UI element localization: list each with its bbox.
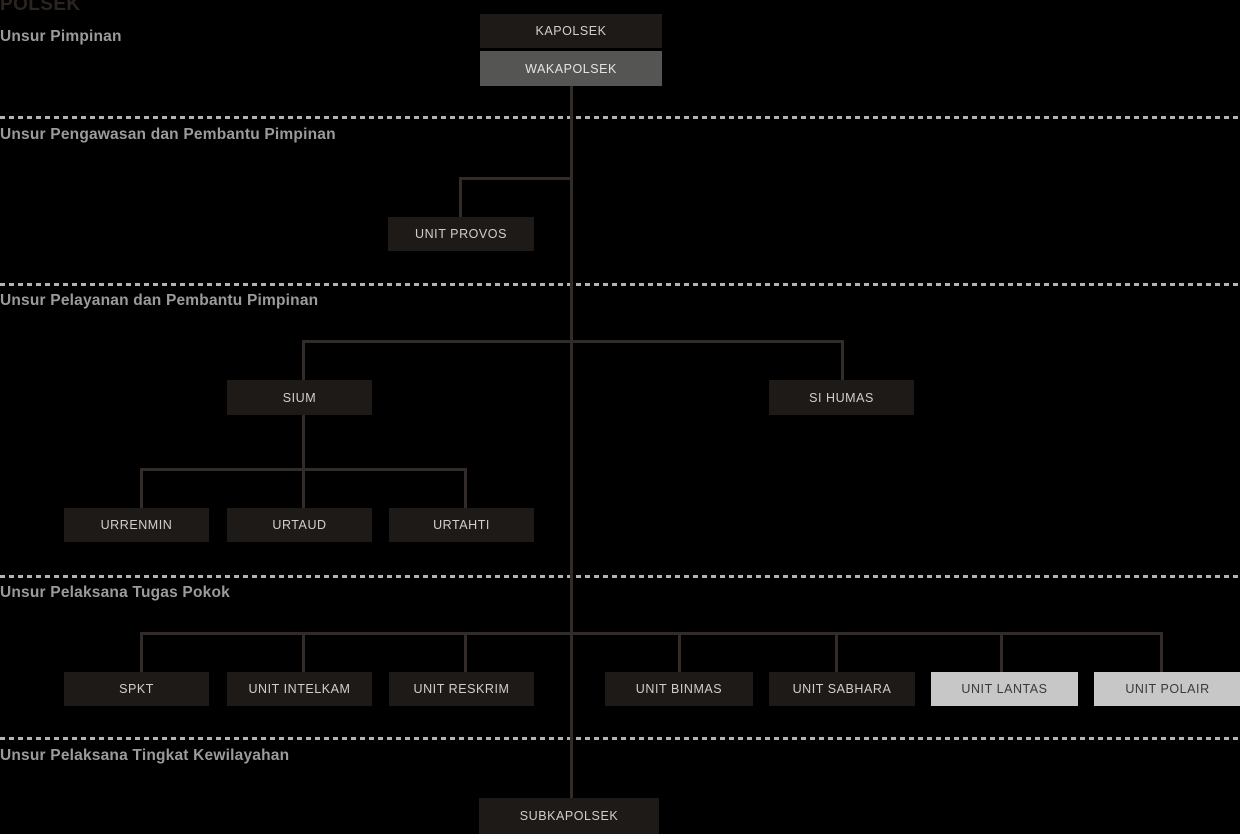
node-unit-reskrim[interactable]: UNIT RESKRIM: [389, 672, 534, 706]
node-unit-binmas[interactable]: UNIT BINMAS: [605, 672, 753, 706]
page-title: POLSEK: [0, 0, 81, 15]
node-si-humas[interactable]: SI HUMAS: [769, 380, 914, 415]
node-sium[interactable]: SIUM: [227, 380, 372, 415]
connector-polair-drop: [1160, 632, 1163, 672]
node-unit-sabhara[interactable]: UNIT SABHARA: [769, 672, 915, 706]
node-unit-polair[interactable]: UNIT POLAIR: [1094, 672, 1240, 706]
connector-urtaud-drop: [302, 468, 305, 508]
node-kapolsek[interactable]: KAPOLSEK: [480, 14, 662, 48]
node-subkapolsek[interactable]: SUBKAPOLSEK: [479, 798, 659, 834]
divider-1: [0, 116, 1240, 119]
divider-2: [0, 283, 1240, 286]
connector-urrenmin-drop: [140, 468, 143, 508]
node-urrenmin[interactable]: URRENMIN: [64, 508, 209, 542]
connector-intelkam-drop: [302, 632, 305, 672]
node-wakapolsek[interactable]: WAKAPOLSEK: [480, 51, 662, 86]
section-label-unsur-pelaksana-tugas-pokok: Unsur Pelaksana Tugas Pokok: [0, 584, 230, 601]
divider-4: [0, 737, 1240, 740]
node-unit-provos[interactable]: UNIT PROVOS: [388, 217, 534, 251]
connector-spkt-drop: [140, 632, 143, 672]
connector-sabhara-drop: [835, 632, 838, 672]
node-unit-intelkam[interactable]: UNIT INTELKAM: [227, 672, 372, 706]
connector-sihumas-drop: [841, 340, 844, 382]
section-label-unsur-pelayanan: Unsur Pelayanan dan Pembantu Pimpinan: [0, 292, 319, 309]
connector-urtahti-drop: [464, 468, 467, 508]
section-label-unsur-pelaksana-kewilayahan: Unsur Pelaksana Tingkat Kewilayahan: [0, 747, 290, 764]
connector-provos-drop: [459, 177, 462, 219]
node-urtahti[interactable]: URTAHTI: [389, 508, 534, 542]
connector-provos-horizontal: [459, 177, 573, 180]
connector-sium-drop: [302, 340, 305, 382]
section-label-unsur-pimpinan: Unsur Pimpinan: [0, 28, 122, 45]
node-unit-lantas[interactable]: UNIT LANTAS: [931, 672, 1078, 706]
node-urtaud[interactable]: URTAUD: [227, 508, 372, 542]
connector-reskrim-drop: [464, 632, 467, 672]
node-spkt[interactable]: SPKT: [64, 672, 209, 706]
connector-lantas-drop: [1000, 632, 1003, 672]
connector-pelayanan-bus: [302, 340, 844, 343]
trunk-line-main: [570, 86, 573, 798]
section-label-unsur-pengawasan: Unsur Pengawasan dan Pembantu Pimpinan: [0, 126, 336, 143]
connector-pelaksana-bus: [140, 632, 1163, 635]
connector-binmas-drop: [678, 632, 681, 672]
connector-sium-down: [302, 415, 305, 468]
divider-3: [0, 575, 1240, 578]
